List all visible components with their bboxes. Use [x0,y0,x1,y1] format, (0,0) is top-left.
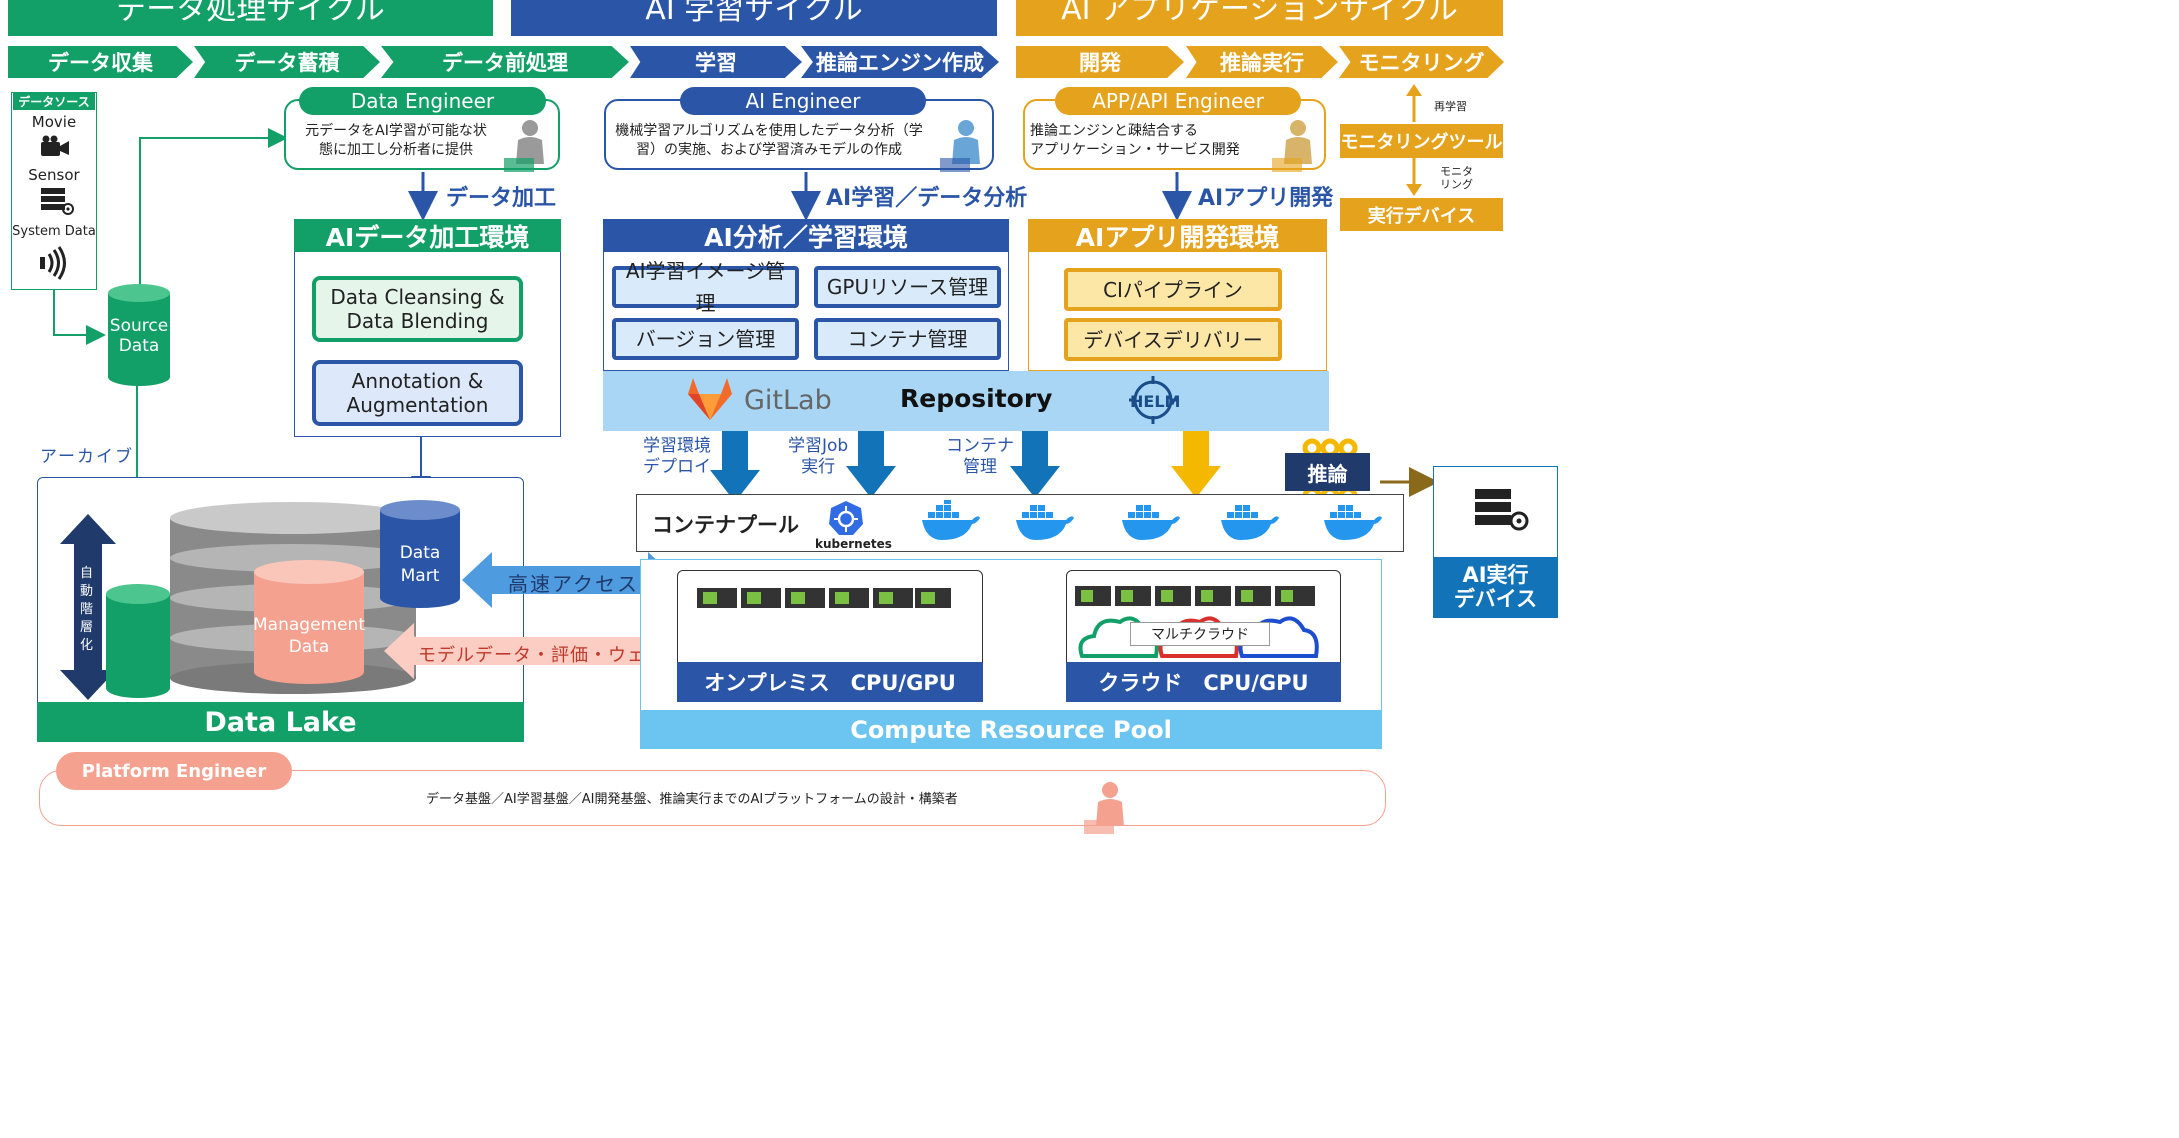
banner-data-cycle: データ処理サイクル [8,0,493,36]
docker-icon [1221,505,1279,540]
gpu-card-icons [1075,586,1315,606]
camera-icon [41,135,69,156]
step-data-storage: データ蓄積 [194,46,380,78]
source-movie-label: Movie [31,113,77,131]
onprem-label: オンプレミス CPU/GPU [677,662,983,702]
step-learning: 学習 [630,46,802,78]
tiering-label: 自動階層化 [80,566,94,653]
banner-data-cycle-label: データ処理サイクル [116,0,385,27]
flow-label-ai-learning: AI学習／データ分析 [826,186,1028,211]
step-monitoring: モニタリング [1339,46,1504,78]
module-ci-pipeline: CIパイプライン [1064,268,1282,311]
data-mart-label: Data Mart [399,543,441,586]
compute-pool-title: Compute Resource Pool [640,710,1382,749]
step-data-collection: データ収集 [8,46,193,78]
app-engineer-title: APP/API Engineer [1055,87,1301,115]
platform-engineer-desc: データ基盤／AI学習基盤／AI開発基盤、推論実行までのAIプラットフォームの設計… [426,792,958,807]
data-engineer-desc: 元データをAI学習が可能な状 態に加工し分析者に提供 [305,123,487,158]
docker-icon [1324,505,1382,540]
helm-icon [1129,376,1177,424]
step-inference-run: 推論実行 [1186,46,1338,78]
inference-box: 推論 [1285,453,1370,491]
kubernetes-icon [829,501,863,535]
platform-engineer-title: Platform Engineer [56,752,292,790]
repository-label: Repository [900,384,1053,413]
data-lake-title: Data Lake [37,702,524,742]
ai-engineer-person-icon [940,120,980,172]
flow-label-app-dev: AIアプリ開発 [1198,186,1334,211]
source-data-label: Source Data [109,316,169,356]
engineer-person-icon [504,120,544,172]
ai-learn-env-title: AI分析／学習環境 [603,219,1009,252]
model-data-label: モデルデータ・評価・ウェイト [418,645,684,666]
step-development: 開発 [1016,46,1184,78]
module-data-cleansing: Data Cleansing & Data Blending [312,276,523,342]
monitoring-arrows [1406,84,1422,196]
device-server-icon [1475,489,1529,531]
ai-engineer-title: AI Engineer [680,87,926,115]
cloud-label: クラウド CPU/GPU [1066,662,1341,702]
monitoring-tool: モニタリングツール [1340,124,1503,158]
module-device-delivery: デバイスデリバリー [1064,318,1282,361]
module-gpu-mgmt: GPUリソース管理 [814,266,1001,308]
step-inference-engine: 推論エンジン作成 [801,46,999,78]
app-engineer-person-icon [1272,120,1312,172]
banner-app-cycle-label: AI アプリケーションサイクル [1061,0,1458,27]
step-preprocessing: データ前処理 [381,46,629,78]
archive-label: アーカイブ [40,447,134,467]
signal-icon [40,246,66,280]
relearn-label: 再学習 [1434,100,1467,113]
data-proc-env-title: AIデータ加工環境 [294,219,561,252]
kubernetes-label: kubernetes [815,537,892,551]
data-sources-title: データソース [13,93,95,110]
data-engineer-title: Data Engineer [299,87,546,115]
management-data-label: Management Data [253,615,365,657]
gitlab-label: GitLab [744,385,832,416]
archive-cylinder [106,584,170,698]
helm-label: HELM [1130,392,1181,411]
banner-app-cycle: AI アプリケーションサイクル [1016,0,1503,36]
container-pool-label: コンテナプール [652,513,799,537]
learning-job-label: 学習Job 実行 [788,436,849,477]
container-mgmt-label: コンテナ 管理 [946,436,1014,477]
tiering-arrow [60,514,116,700]
app-engineer-desc: 推論エンジンと疎結合する アプリケーション・サービス開発 [1030,123,1240,158]
banner-ai-cycle-label: AI 学習サイクル [645,0,863,27]
source-data-cylinder [108,284,170,386]
docker-icon [1016,505,1074,540]
docker-icon [1122,505,1180,540]
gitlab-icon [688,378,732,420]
execution-device: 実行デバイス [1340,198,1503,231]
management-data-cylinder [254,560,364,684]
ai-engineer-desc: 機械学習アルゴリズムを使用したデータ分析（学 習）の実施、および学習済みモデルの… [615,123,923,158]
gpu-card-icons [697,588,951,608]
banner-ai-cycle: AI 学習サイクル [511,0,997,36]
data-mart-cylinder [380,500,460,608]
module-version-mgmt: バージョン管理 [612,318,799,360]
multi-cloud-label: マルチクラウド [1130,622,1270,646]
ai-device-label: AI実行 デバイス [1434,557,1557,617]
source-sensor-label: Sensor [28,166,80,184]
monitor-label: モニタ リング [1440,165,1473,191]
sensor-server-icon [41,188,74,215]
module-container-mgmt: コンテナ管理 [814,318,1001,360]
deploy-env-label: 学習環境 デプロイ [643,436,711,477]
source-system-data-label: System Data [12,224,96,239]
module-annotation: Annotation & Augmentation [312,360,523,426]
docker-icon [922,500,980,540]
data-sources-box [11,92,97,290]
flow-label-data-processing: データ加工 [446,186,557,211]
app-dev-env-title: AIアプリ開発環境 [1028,219,1327,252]
high-speed-access-label: 高速アクセス [508,572,639,596]
platform-engineer-person-icon [1084,782,1124,834]
